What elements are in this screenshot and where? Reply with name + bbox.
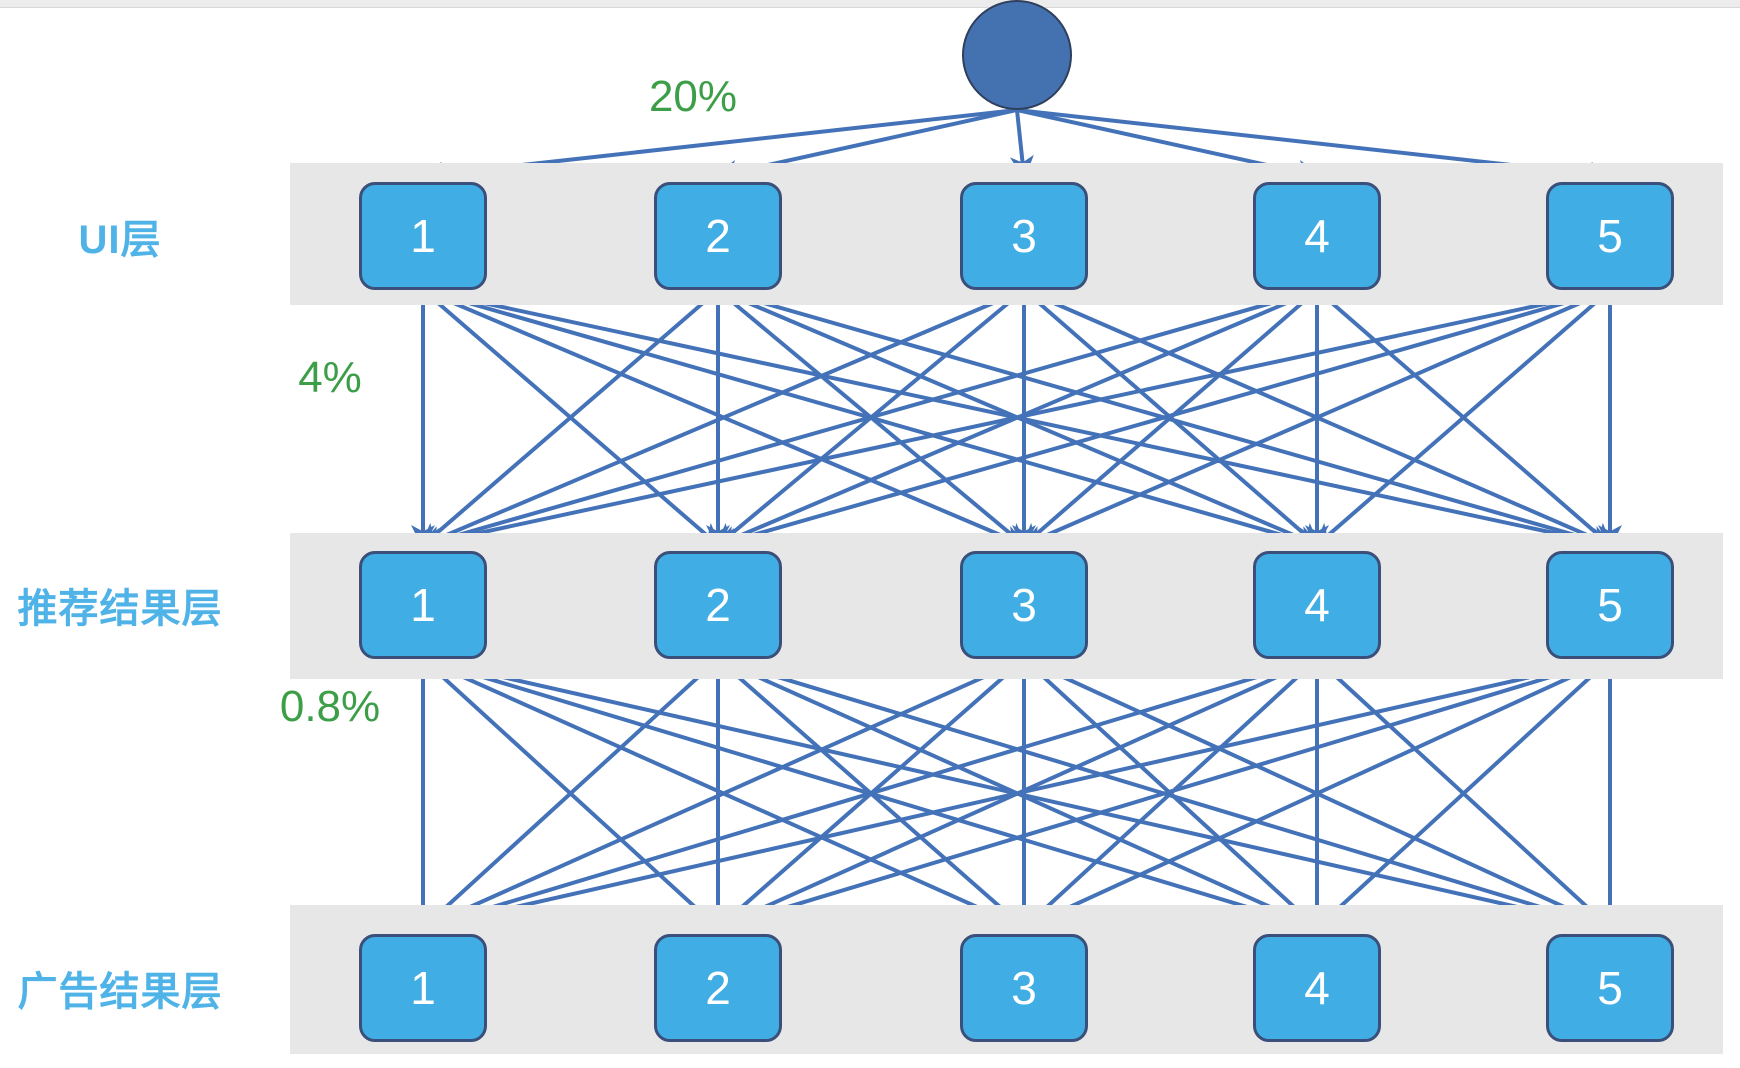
edge-recommend-3-to-ad-1 — [419, 657, 1025, 931]
edge-recommend-5-to-ad-4 — [1314, 657, 1612, 931]
edge-ui-4-to-recommend-1 — [419, 288, 1318, 552]
edge-recommend-2-to-ad-5 — [717, 657, 1614, 934]
edge-recommend-4-to-ad-5 — [1315, 657, 1613, 931]
top-strip — [0, 0, 1740, 8]
node-ui-3[interactable]: 3 — [960, 182, 1088, 290]
node-recommend-3[interactable]: 3 — [960, 551, 1088, 659]
root-node[interactable] — [962, 0, 1072, 110]
edge-ui-2-to-recommend-1 — [419, 288, 720, 548]
layer-label-ad: 广告结果层 — [17, 970, 223, 1014]
node-ui-1[interactable]: 1 — [359, 182, 487, 290]
edge-recommend-4-to-ad-3 — [1021, 657, 1319, 931]
edge-ui-5-to-recommend-3 — [1020, 288, 1611, 549]
layer-label-recommend: 推荐结果层 — [17, 587, 223, 631]
edge-recommend-3-to-ad-5 — [1023, 657, 1614, 931]
node-ui-4[interactable]: 4 — [1253, 182, 1381, 290]
edge-ui-5-to-recommend-4 — [1313, 288, 1612, 548]
node-recommend-4[interactable]: 4 — [1253, 551, 1381, 659]
node-ui-2[interactable]: 2 — [654, 182, 782, 290]
edge-ui-1-to-recommend-5 — [422, 288, 1614, 553]
rate-label-root-to-ui: 20% — [648, 72, 738, 121]
node-recommend-5[interactable]: 5 — [1546, 551, 1674, 659]
edge-recommend-5-to-ad-1 — [419, 657, 1611, 936]
edge-recommend-3-to-ad-2 — [714, 657, 1026, 931]
edge-ui-5-to-recommend-1 — [419, 288, 1611, 553]
edge-ui-4-to-recommend-3 — [1020, 288, 1319, 548]
edge-recommend-1-to-ad-4 — [422, 657, 1321, 934]
edge-recommend-1-to-ad-5 — [422, 657, 1614, 936]
edge-ui-2-to-recommend-3 — [716, 288, 1028, 548]
edge-ui-3-to-recommend-4 — [1022, 288, 1321, 548]
node-ad-2[interactable]: 2 — [654, 934, 782, 1042]
edge-recommend-5-to-ad-2 — [714, 657, 1611, 934]
edge-recommend-4-to-ad-1 — [419, 657, 1318, 934]
rate-label-recommend-to-ad: 0.8% — [279, 682, 381, 731]
edge-ui-3-to-recommend-5 — [1023, 288, 1614, 549]
node-ad-5[interactable]: 5 — [1546, 934, 1674, 1042]
node-ui-5[interactable]: 5 — [1546, 182, 1674, 290]
edge-ui-3-to-recommend-2 — [714, 288, 1026, 548]
edge-ui-2-to-recommend-5 — [717, 288, 1614, 552]
rate-label-ui-to-recommend: 4% — [298, 353, 362, 402]
edge-ui-5-to-recommend-2 — [714, 288, 1611, 552]
edge-recommend-2-to-ad-1 — [420, 657, 720, 931]
edge-recommend-3-to-ad-4 — [1022, 657, 1320, 931]
edge-ui-1-to-recommend-2 — [421, 288, 722, 548]
node-recommend-2[interactable]: 2 — [654, 551, 782, 659]
edge-recommend-5-to-ad-3 — [1020, 657, 1611, 931]
node-ad-4[interactable]: 4 — [1253, 934, 1381, 1042]
edge-ui-4-to-recommend-5 — [1315, 288, 1614, 548]
layer-label-ui: UI层 — [78, 218, 162, 262]
edge-recommend-2-to-ad-3 — [716, 657, 1028, 931]
edge-recommend-2-to-ad-4 — [717, 657, 1321, 931]
edge-recommend-1-to-ad-3 — [422, 657, 1028, 931]
node-recommend-1[interactable]: 1 — [359, 551, 487, 659]
edge-ui-1-to-recommend-4 — [422, 288, 1321, 552]
edge-ui-3-to-recommend-1 — [419, 288, 1025, 549]
edge-ui-4-to-recommend-2 — [714, 288, 1318, 549]
edge-recommend-4-to-ad-2 — [714, 657, 1318, 931]
edge-recommend-1-to-ad-2 — [421, 657, 721, 931]
node-ad-3[interactable]: 3 — [960, 934, 1088, 1042]
edge-ui-2-to-recommend-4 — [717, 288, 1321, 549]
edge-ui-1-to-recommend-3 — [422, 288, 1028, 549]
node-ad-1[interactable]: 1 — [359, 934, 487, 1042]
